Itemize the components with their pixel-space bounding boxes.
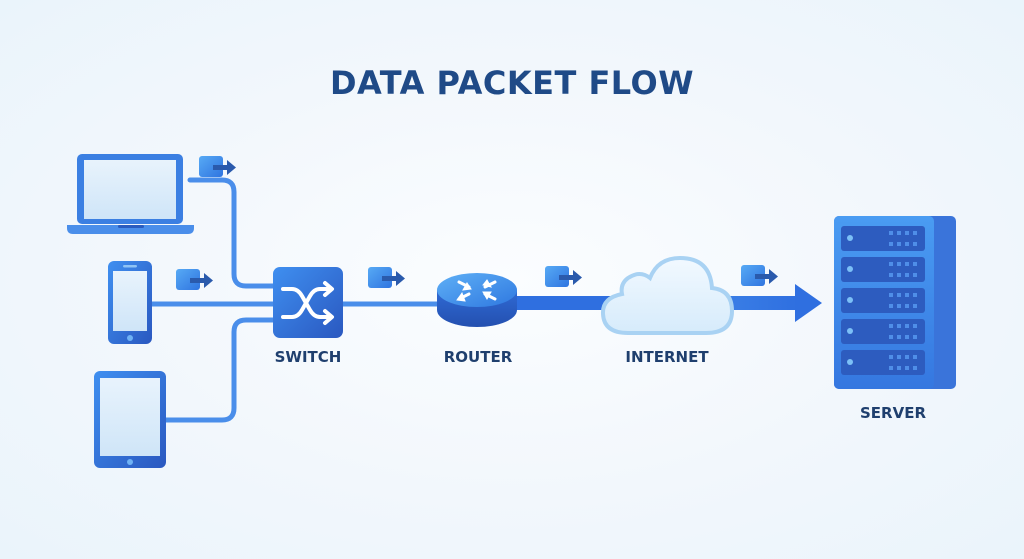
server-led	[897, 262, 901, 266]
server-led	[905, 355, 909, 359]
server-led	[905, 304, 909, 308]
server-rack-icon	[834, 216, 956, 389]
server-led	[905, 293, 909, 297]
connection-lines	[149, 177, 443, 423]
server-led	[905, 324, 909, 328]
server-led	[889, 335, 893, 339]
router-label: ROUTER	[443, 348, 513, 366]
server-units	[841, 226, 925, 375]
diagram-title: DATA PACKET FLOW	[329, 64, 695, 102]
server-led	[897, 355, 901, 359]
server-led	[913, 231, 917, 235]
server-led	[897, 324, 901, 328]
server-led	[913, 324, 917, 328]
tablet-icon	[94, 371, 166, 468]
line-tablet-switch	[163, 317, 277, 423]
packet-icon-router-to-internet	[545, 266, 582, 287]
packet-icon-internet-to-server	[741, 265, 778, 286]
server-led	[913, 366, 917, 370]
server-led	[913, 262, 917, 266]
server-led	[905, 231, 909, 235]
shuffle-switch-icon	[273, 267, 343, 338]
server-led	[897, 242, 901, 246]
server-led	[889, 242, 893, 246]
packet-icon-switch-to-router	[368, 267, 405, 288]
server-led	[905, 335, 909, 339]
packet-icon-laptop-to-switch	[199, 156, 236, 177]
line-internet-server	[722, 296, 798, 310]
server-led	[913, 304, 917, 308]
server-led	[913, 273, 917, 277]
server-led	[897, 231, 901, 235]
smartphone-icon	[108, 261, 152, 344]
server-led	[889, 293, 893, 297]
server-led	[897, 366, 901, 370]
server-led	[889, 273, 893, 277]
server-led	[905, 273, 909, 277]
cloud-icon	[600, 255, 735, 335]
server-led	[913, 293, 917, 297]
server-led	[913, 335, 917, 339]
server-led	[897, 304, 901, 308]
server-led	[905, 262, 909, 266]
server-led	[905, 242, 909, 246]
internet-label: INTERNET	[625, 348, 709, 366]
server-led	[889, 304, 893, 308]
server-led	[889, 355, 893, 359]
server-led	[905, 366, 909, 370]
server-led	[889, 231, 893, 235]
server-led	[897, 335, 901, 339]
server-led	[913, 242, 917, 246]
packet-icon-phone-to-switch	[176, 269, 213, 290]
server-led	[889, 366, 893, 370]
switch-label: SWITCH	[274, 348, 342, 366]
line-laptop-switch	[187, 177, 277, 289]
server-led	[897, 293, 901, 297]
router-icon	[437, 273, 517, 327]
server-led	[889, 262, 893, 266]
server-label: SERVER	[859, 404, 926, 422]
server-led	[889, 324, 893, 328]
arrow-head-icon	[795, 284, 822, 322]
laptop-icon	[67, 154, 194, 234]
server-led	[897, 273, 901, 277]
line-router-internet	[515, 296, 611, 310]
server-led	[913, 355, 917, 359]
data-packets	[176, 156, 778, 290]
